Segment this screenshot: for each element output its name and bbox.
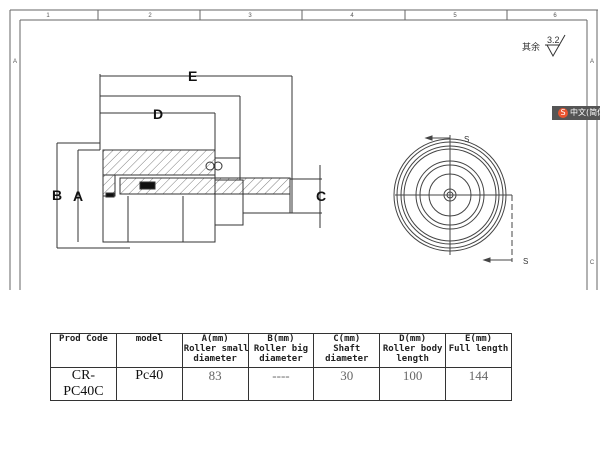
zone-row-c-right: C — [590, 260, 595, 266]
ime-toolbar[interactable]: S中文(简体) — [552, 106, 600, 120]
zone-row-a: A — [13, 59, 17, 65]
surface-finish-value: 3.2 — [547, 35, 560, 45]
dim-label-e: E — [188, 68, 197, 84]
cell-b: ---- — [247, 367, 315, 401]
zone-col-5: 5 — [453, 13, 457, 19]
surface-finish-label: 其余 — [522, 41, 540, 52]
table-row: CR-PC40C Pc40 83 ---- 30 100 144 — [50, 367, 512, 401]
cell-e: 144 — [445, 367, 512, 401]
cell-prod-code: CR-PC40C — [50, 367, 117, 401]
zone-col-3: 3 — [248, 13, 252, 19]
section-marker-top: S — [464, 135, 469, 144]
cell-model: Pc40 — [115, 367, 183, 401]
zone-row-a-right: A — [590, 59, 594, 65]
cell-d: 100 — [379, 367, 447, 401]
cell-c: 30 — [313, 367, 381, 401]
surface-finish-symbol — [545, 34, 566, 58]
end-view — [393, 135, 513, 263]
header-model: model — [115, 333, 183, 368]
header-e: E(mm)Full length — [445, 333, 512, 368]
technical-drawing: 1 2 3 4 5 6 A A C 其余 3.2 — [9, 9, 598, 290]
zone-col-6: 6 — [553, 13, 557, 19]
drawing-frame — [9, 9, 598, 290]
dim-label-a: A — [73, 188, 83, 204]
dim-label-b: B — [52, 187, 62, 203]
ime-label: 中文(简体) — [570, 108, 600, 117]
section-marker-bottom: S — [523, 257, 528, 266]
dimension-labels: E D B A C — [52, 68, 326, 204]
zone-col-2: 2 — [148, 13, 152, 19]
zone-labels: 1 2 3 4 5 6 A A C — [13, 13, 595, 266]
zone-col-1: 1 — [46, 13, 50, 19]
dim-label-d: D — [153, 106, 163, 122]
side-view — [56, 74, 322, 249]
dim-label-c: C — [316, 188, 326, 204]
zone-col-4: 4 — [350, 13, 354, 19]
header-prod-code: Prod Code — [50, 333, 117, 368]
cell-a: 83 — [181, 367, 249, 401]
ime-logo-icon: S — [558, 107, 568, 118]
